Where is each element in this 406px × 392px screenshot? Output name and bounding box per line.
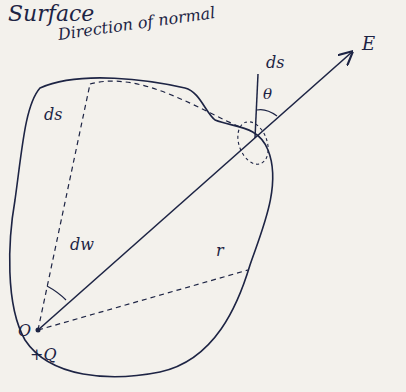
field-line	[38, 52, 352, 330]
closed-surface	[10, 78, 273, 377]
origin-label: O	[18, 322, 31, 340]
field-label: E	[362, 34, 375, 54]
normal-line	[255, 74, 258, 138]
distance-label: r	[216, 242, 224, 260]
solid-angle-arc	[47, 286, 66, 300]
angle-label: θ	[263, 86, 272, 103]
dashed-line	[38, 84, 90, 330]
dashed-line	[38, 270, 248, 330]
angle-arc	[257, 110, 277, 116]
dashed-arc	[90, 81, 242, 128]
area-label: ds	[266, 54, 284, 72]
charge-point	[36, 328, 41, 333]
area-element	[232, 118, 273, 169]
solid-angle-label: dw	[70, 236, 94, 254]
area-label: ds	[44, 106, 62, 124]
charge-label: +Q	[30, 346, 57, 364]
